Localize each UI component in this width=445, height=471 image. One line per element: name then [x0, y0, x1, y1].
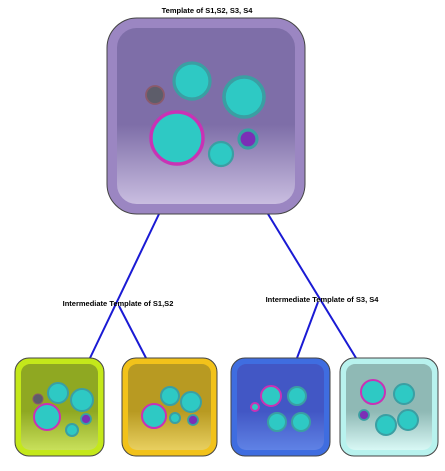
magenta-ring-circle [141, 403, 167, 429]
teal-circle [397, 409, 419, 431]
teal-circle [375, 414, 397, 436]
teal-circle [267, 412, 287, 432]
intermediate-left-label: Intermediate Template of S1,S2 [62, 299, 174, 308]
purple-circle [237, 128, 259, 150]
connector-line [296, 301, 319, 359]
magenta-ring-circle [260, 385, 282, 407]
teal-circle [291, 412, 311, 432]
intermediate-right-label: Intermediate Template of S3, S4 [265, 295, 379, 304]
dark-circle [145, 85, 165, 105]
teal-circle [65, 423, 79, 437]
template-boxes [14, 17, 439, 457]
teal-circle [287, 386, 307, 406]
purple-circle [187, 414, 199, 426]
connector-lines [89, 213, 357, 359]
s2-template [121, 357, 218, 457]
magenta-ring-circle [360, 379, 386, 405]
teal-circle [180, 391, 202, 413]
s4-template [339, 357, 439, 457]
template-panel [346, 364, 432, 450]
s3-template [230, 357, 331, 457]
top-template-label: Template of S1,S2, S3, S4 [161, 6, 253, 15]
purple-circle [80, 413, 92, 425]
s1-template [14, 357, 105, 457]
magenta-ring-circle [33, 403, 61, 431]
teal-circle [160, 386, 180, 406]
teal-circle [172, 61, 212, 101]
teal-circle [222, 75, 266, 119]
teal-circle [70, 388, 94, 412]
template-panel [128, 364, 211, 450]
teal-circle [47, 382, 69, 404]
connector-line [267, 213, 357, 359]
template-panel [117, 28, 295, 204]
top-template [106, 17, 306, 215]
teal-circle [169, 412, 181, 424]
teal-circle [207, 140, 235, 168]
dark-circle [32, 393, 44, 405]
magenta-ring-circle [149, 110, 205, 166]
magenta-ring-circle [250, 402, 260, 412]
teal-circle [393, 383, 415, 405]
connector-line [118, 305, 147, 359]
purple-circle [358, 409, 370, 421]
connector-line [89, 213, 160, 359]
